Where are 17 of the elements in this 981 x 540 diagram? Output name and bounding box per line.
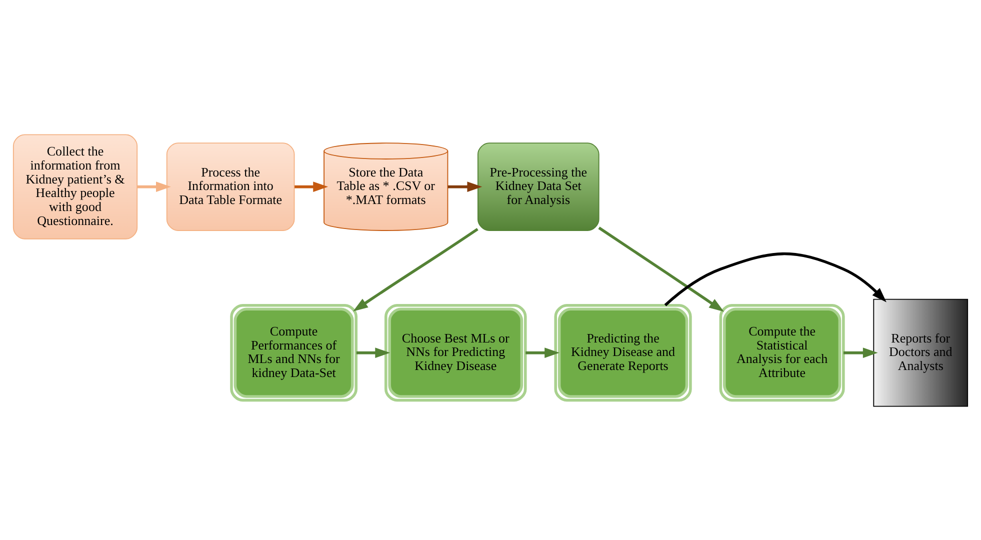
arrow (598, 226, 724, 312)
node-box: Compute Performances of MLs and NNs for kidney Data-Set (230, 303, 358, 402)
node-box: Collect the information from Kidney patient’s & Healthy people with good Questionnaire. (12, 134, 138, 239)
node-box: Pre-Processing the Kidney Data Set for Analysis (477, 142, 600, 230)
arrow (448, 181, 482, 192)
arrow (356, 347, 390, 358)
node-box: Predicting the Kidney Disease and Generate Reports (554, 303, 692, 402)
arrow (294, 181, 328, 192)
arrow (844, 347, 878, 358)
arrow (664, 252, 886, 306)
node-box: Choose Best MLs or NNs for Predicting Kidney Disease (384, 303, 527, 402)
arrow (137, 181, 171, 192)
arrow (353, 227, 478, 311)
arrow (526, 347, 560, 358)
node-box: Reports for Doctors and Analysts (873, 298, 968, 406)
node-box: Process the Information into Data Table Formate (166, 142, 295, 230)
node-box: Compute the Statistical Analysis for each Attribute (719, 303, 845, 402)
